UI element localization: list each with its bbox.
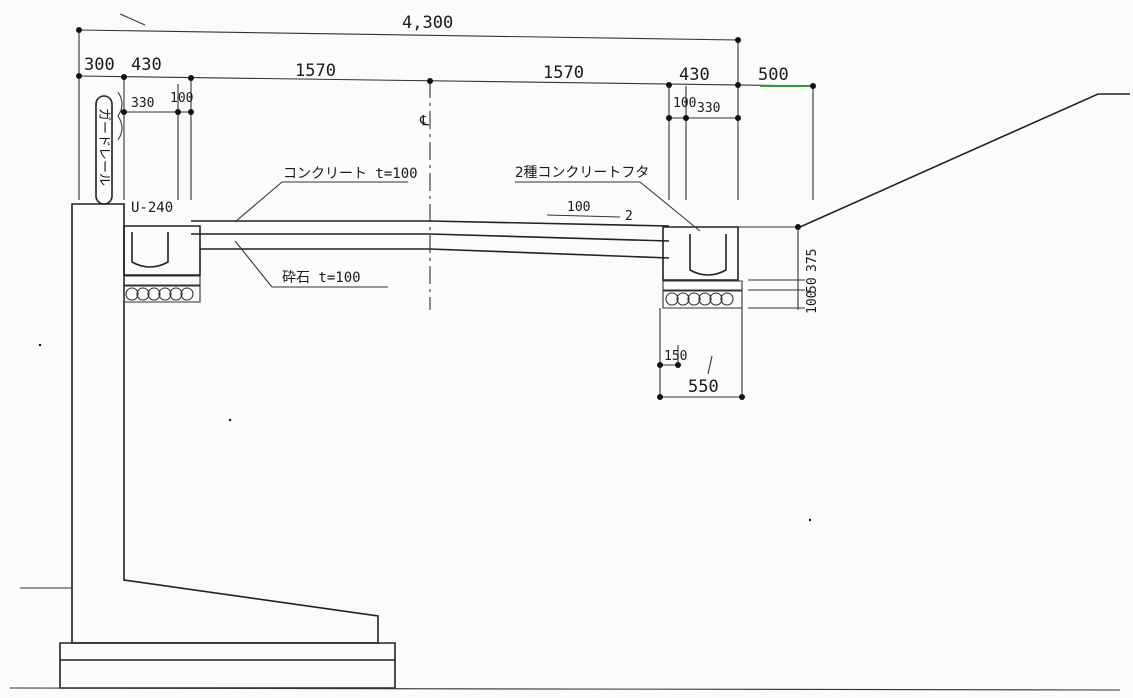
gravel-label: 砕石 t=100 [282,270,361,286]
dim-left-inner: 330 [131,96,154,111]
dim-right-gutter: 430 [679,65,710,85]
dim-base-width: 550 [688,377,719,397]
slope-unit: 2 [625,209,633,224]
concrete-label: コンクリート t=100 [283,166,418,182]
concrete-leader [234,181,283,223]
dim-left-margin: 300 [84,55,115,75]
slope-indicator [546,214,621,218]
base-dimensions [657,308,745,400]
dim-left-gutter: 430 [131,55,162,75]
dim-height-top: 375 [805,249,820,272]
left-gravel-base [125,287,194,301]
slope-value: 100 [567,200,590,215]
right-gravel-base [665,292,734,306]
scan-mark [119,13,146,26]
dimension-lines [78,29,814,310]
guardrail-label: ガードレール [96,108,111,186]
dim-right-edge: 100 [673,96,696,111]
right-u-gutter [662,226,743,309]
lid-label: 2種コンクリートフタ [515,165,649,181]
gravel-leader [234,240,273,288]
dim-right-margin: 500 [758,65,789,85]
dim-left-half: 1570 [295,61,336,81]
dim-base-offset: 150 [664,349,687,364]
height-dimensions [748,224,805,310]
dim-right-inner: 330 [697,101,720,116]
dim-left-edge: 100 [170,91,193,106]
dim-right-half: 1570 [543,63,584,83]
dim-height-bottom: 100 [805,291,820,314]
centerline-symbol: ℄ [419,113,429,129]
pavement [191,220,800,259]
dim-height-mid: 50 [805,277,820,293]
embankment-slope [799,93,1130,228]
dimension-points [76,27,816,121]
dim-total: 4,300 [402,13,453,33]
gutter-type-label: U-240 [131,200,173,216]
left-u-gutter [123,225,201,303]
retaining-wall [9,203,1121,691]
